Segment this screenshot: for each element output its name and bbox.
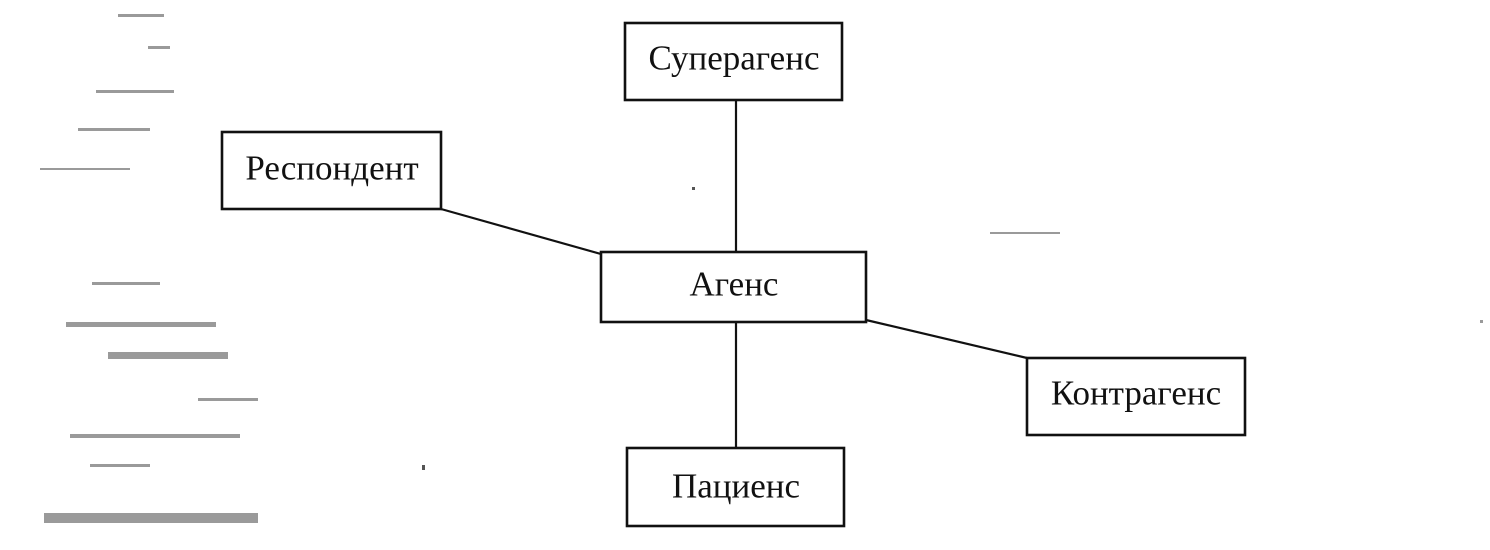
node-label: Суперагенс [649, 39, 820, 78]
node-label: Агенс [690, 265, 779, 304]
node-respondent: Респондент [220, 130, 443, 211]
node-label: Контрагенс [1051, 374, 1221, 413]
node-label: Респондент [245, 149, 418, 188]
edges [440, 100, 1028, 448]
edge-respondent-agens [440, 207, 602, 256]
node-patsiens: Пациенс [625, 446, 846, 528]
edge-agens-kontragens [865, 318, 1028, 360]
node-label: Пациенс [672, 467, 800, 506]
scan-artifacts [40, 14, 1483, 523]
node-superagens: Суперагенс [623, 21, 844, 102]
node-kontragens: Контрагенс [1025, 356, 1247, 437]
node-agens: Агенс [599, 250, 868, 324]
